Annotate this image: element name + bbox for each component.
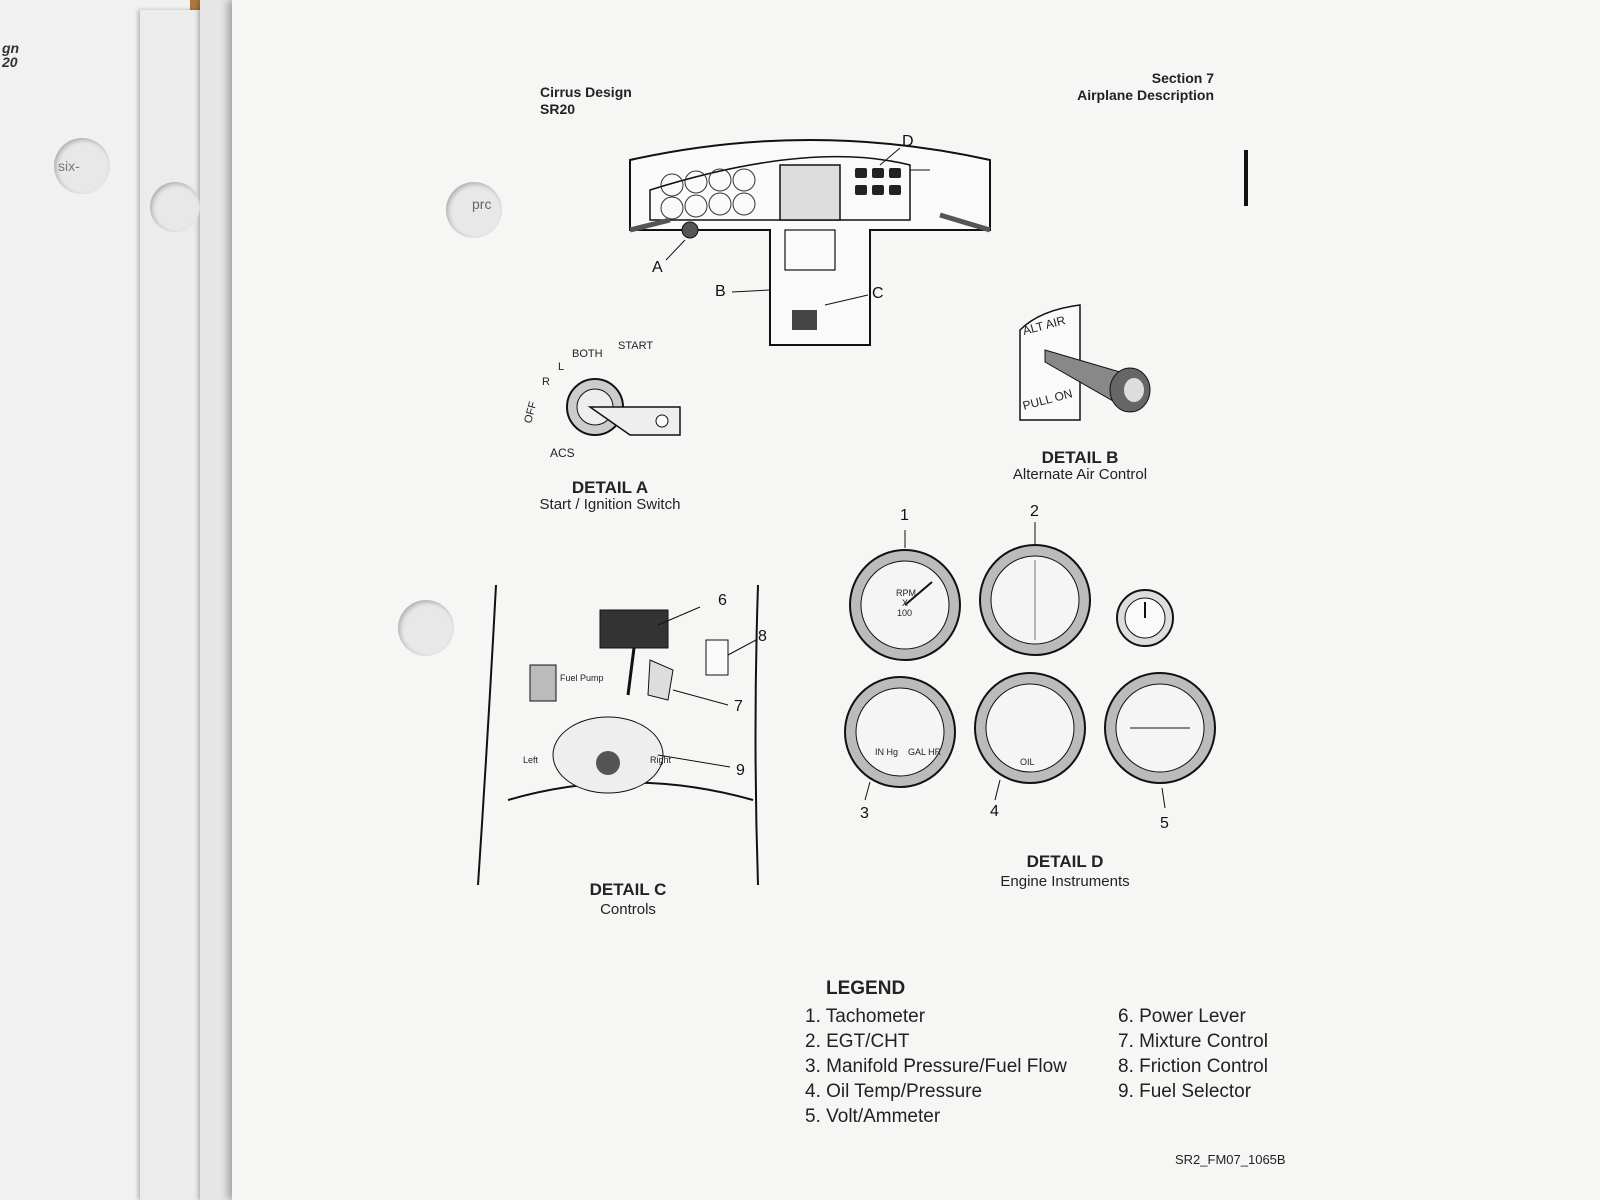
panel-callout-d: D [902, 133, 914, 150]
hole-label: prc [472, 196, 492, 212]
in-hg-label: IN Hg [875, 747, 898, 757]
rpm-x-label: X [902, 598, 908, 608]
alternate-air-figure: ALT AIR PULL ON [1019, 304, 1151, 421]
legend-left-list: 1. Tachometer 2. EGT/CHT 3. Manifold Pre… [805, 1004, 1067, 1129]
panel-callout-a: A [652, 259, 663, 276]
detail-b-subtitle: Alternate Air Control [1012, 466, 1148, 483]
control-callout-8: 8 [758, 628, 767, 645]
detail-b-title: DETAIL B [1041, 448, 1119, 467]
punch-hole [398, 600, 454, 656]
switch-label-l: L [558, 361, 564, 373]
engine-instruments-figure: RPM X 100 IN Hg GAL HR OIL 1 2 3 4 5 [844, 503, 1216, 832]
control-callout-7: 7 [734, 698, 743, 715]
panel-callout-b: B [715, 283, 726, 300]
detail-c-subtitle: Controls [600, 901, 656, 918]
legend-item: 6. Power Lever [1118, 1006, 1246, 1027]
legend-title: LEGEND [826, 978, 906, 999]
gal-hr-label: GAL HR [908, 747, 942, 757]
switch-label-start: START [618, 340, 653, 352]
header-model: SR20 [540, 101, 576, 117]
header-left: Cirrus Design SR20 [540, 84, 632, 118]
legend-item: 1. Tachometer [805, 1006, 926, 1027]
punch-hole [54, 138, 110, 194]
sheet-fragment-2: 20 [2, 54, 18, 70]
controls-figure: Fuel Pump Left Right 6 7 8 9 [477, 585, 767, 885]
volt-ammeter-gauge [1104, 672, 1216, 784]
detail-d-title: DETAIL D [1026, 852, 1104, 871]
legend-item: 2. EGT/CHT [805, 1031, 910, 1052]
instrument-callout-5: 5 [1160, 815, 1169, 832]
suction-gauge [1116, 589, 1174, 647]
header-title: Airplane Description [1077, 87, 1214, 103]
switch-label-off: OFF [522, 400, 539, 425]
header-right: Section 7 Airplane Description [990, 70, 1214, 104]
tachometer-gauge: RPM X 100 [849, 549, 961, 661]
header-company: Cirrus Design [540, 84, 632, 100]
detail-a-title: DETAIL A [571, 478, 649, 497]
panel-callout-c: C [872, 285, 884, 302]
punch-hole [446, 182, 502, 238]
manifold-fuel-flow-gauge: IN Hg GAL HR [844, 676, 956, 788]
fuel-right-label: Right [650, 755, 672, 765]
legend-item: 4. Oil Temp/Pressure [805, 1081, 983, 1102]
switch-label-both: BOTH [572, 348, 603, 360]
legend-item: 8. Friction Control [1118, 1056, 1268, 1077]
fuel-pump-label: Fuel Pump [560, 673, 604, 683]
figure-code: SR2_FM07_1065B [1175, 1152, 1286, 1167]
hole-label: six- [58, 158, 80, 174]
legend-item: 7. Mixture Control [1118, 1031, 1268, 1052]
fuel-left-label: Left [523, 755, 539, 765]
oil-temp-pressure-gauge: OIL [974, 672, 1086, 784]
legend-item: 5. Volt/Ammeter [805, 1106, 941, 1127]
legend-item: 9. Fuel Selector [1118, 1081, 1252, 1102]
revision-bar [1244, 150, 1248, 206]
control-callout-9: 9 [736, 762, 745, 779]
legend-right-list: 6. Power Lever 7. Mixture Control 8. Fri… [1118, 1004, 1268, 1104]
instrument-panel-figure: A B C D [629, 133, 991, 346]
oil-label: OIL [1020, 757, 1035, 767]
detail-c-title: DETAIL C [589, 880, 667, 899]
punch-hole [150, 182, 200, 232]
instrument-callout-1: 1 [900, 507, 909, 524]
egt-cht-gauge [979, 544, 1091, 656]
ignition-switch-figure: OFF R L BOTH START ACS [522, 340, 681, 460]
instrument-callout-2: 2 [1030, 503, 1039, 520]
rpm-100-label: 100 [897, 608, 912, 618]
switch-label-acs: ACS [550, 446, 575, 460]
sheet-fragment-1: gn [2, 40, 20, 56]
legend-item: 3. Manifold Pressure/Fuel Flow [805, 1056, 1067, 1077]
detail-a-subtitle: Start / Ignition Switch [539, 496, 681, 513]
switch-label-r: R [542, 376, 550, 388]
rpm-label: RPM [896, 588, 916, 598]
instrument-callout-4: 4 [990, 803, 999, 820]
instrument-callout-3: 3 [860, 805, 869, 822]
header-section: Section 7 [1151, 70, 1214, 86]
detail-d-subtitle: Engine Instruments [1000, 873, 1130, 890]
control-callout-6: 6 [718, 592, 727, 609]
